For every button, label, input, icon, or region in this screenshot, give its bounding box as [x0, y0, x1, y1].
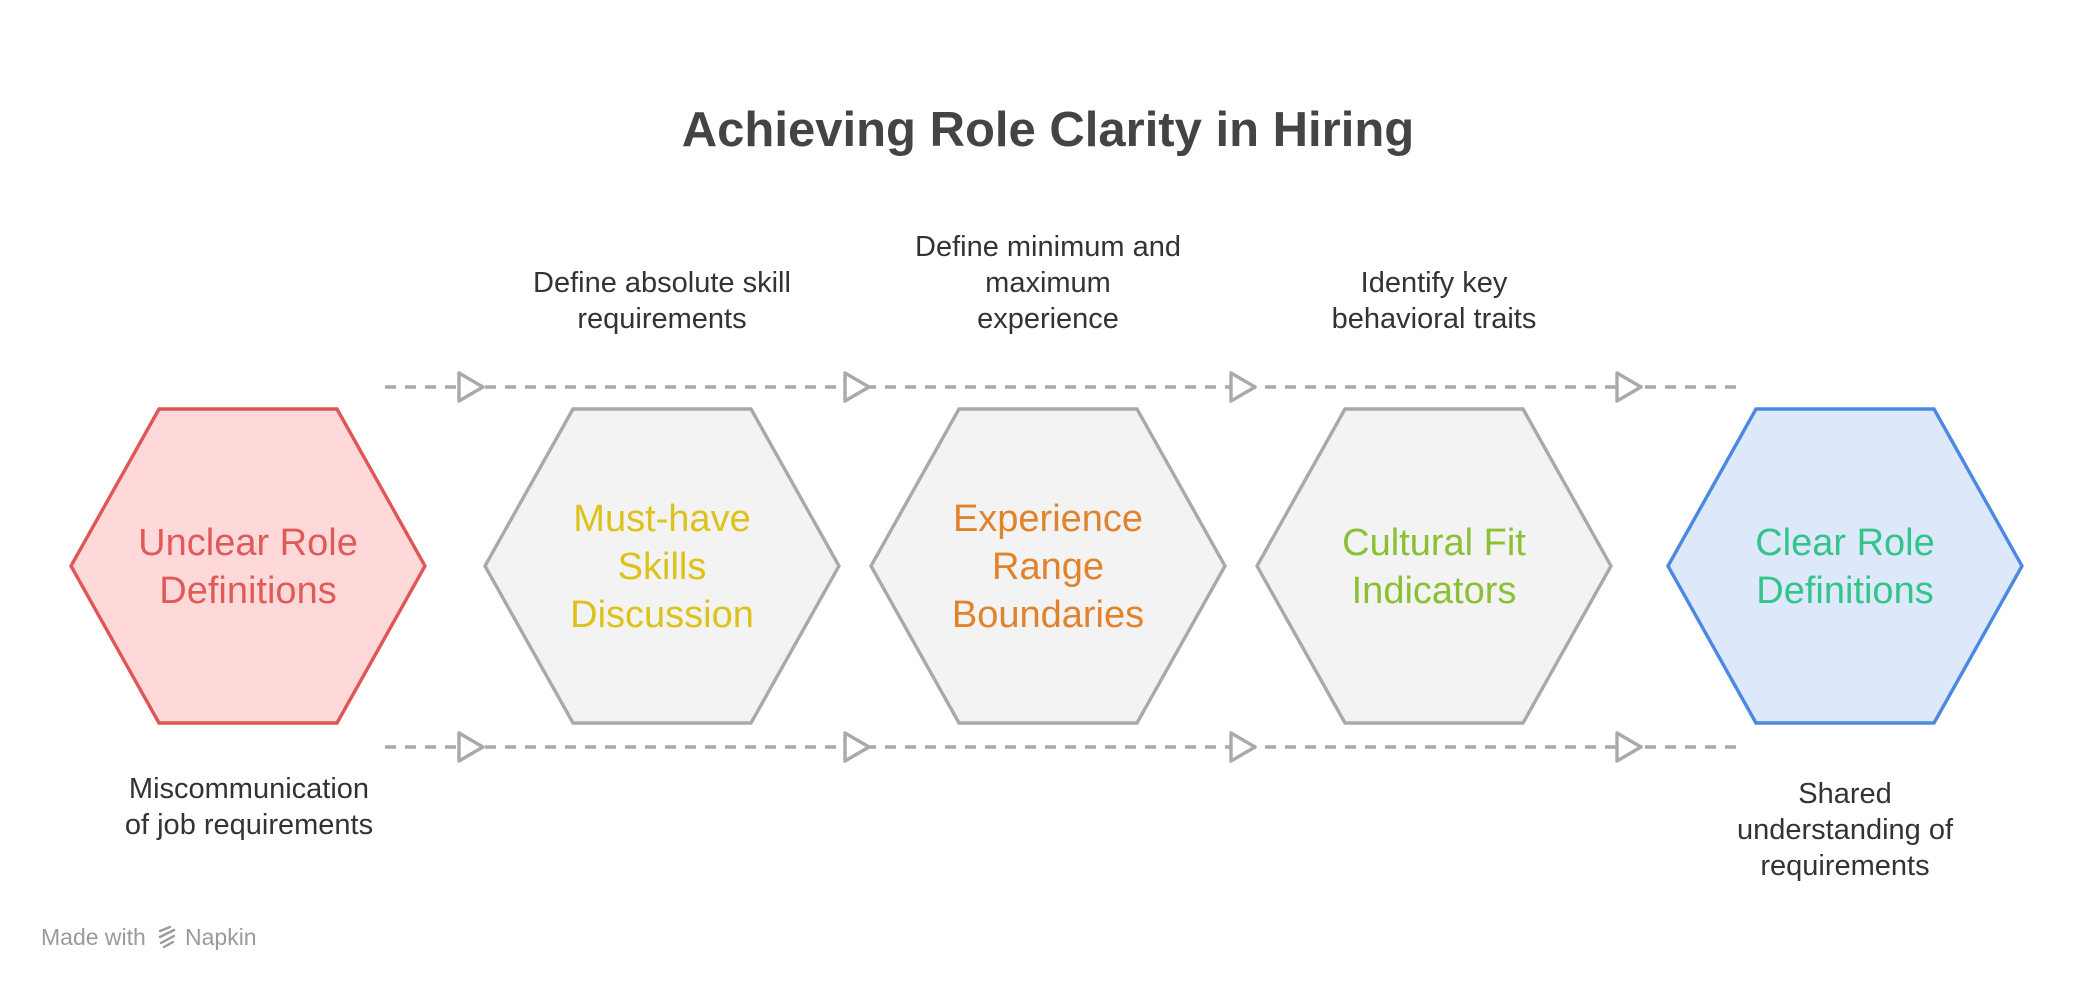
stage-label-line: Boundaries — [952, 594, 1144, 636]
arrow-head-icon — [457, 731, 485, 763]
napkin-brand-text: Napkin — [185, 924, 257, 950]
stage-label-line: Must-have — [573, 498, 750, 540]
stage-hexagon — [1255, 407, 1613, 725]
note-line: behavioral traits — [1332, 303, 1537, 335]
note-line: maximum — [985, 267, 1111, 299]
stage-hexagons: Unclear RoleDefinitionsMust-haveSkillsDi… — [69, 407, 2024, 725]
stage-label-line: Cultural Fit — [1342, 522, 1526, 564]
top-note-1: Define absolute skill requirements — [533, 267, 791, 335]
arrow-head-icon — [1615, 371, 1643, 403]
stage-hexagon — [869, 407, 1227, 725]
stage-label-line: Skills — [618, 546, 707, 588]
stage-label-line: Definitions — [159, 570, 336, 612]
stage-label-line: Indicators — [1352, 570, 1517, 612]
note-line: requirements — [1760, 850, 1929, 882]
diagram-title: Achieving Role Clarity in Hiring — [682, 103, 1414, 157]
note-line: Define absolute skill — [533, 267, 791, 299]
napkin-logo-icon — [158, 925, 176, 949]
stage-label-line: Range — [992, 546, 1104, 588]
note-line: Shared — [1798, 778, 1892, 810]
arrow-head-icon — [843, 731, 871, 763]
footer-credit: Made with Napkin — [41, 924, 257, 950]
note-line: Define minimum and — [915, 231, 1181, 263]
note-line: Identify key — [1361, 267, 1508, 299]
arrow-head-icon — [457, 371, 485, 403]
top-note-2: Define minimum and maximum experience — [915, 231, 1181, 335]
arrow-head-icon — [1229, 731, 1257, 763]
stage-notes: Define absolute skillrequirementsDefine … — [125, 231, 1954, 882]
bottom-note-end: Shared understanding of requirements — [1737, 778, 1954, 882]
stage-hexagon — [483, 407, 841, 725]
note-line: of job requirements — [125, 809, 373, 841]
note-line: requirements — [577, 303, 746, 335]
stage-label-line: Clear Role — [1755, 522, 1935, 564]
stage-label-line: Unclear Role — [138, 522, 358, 564]
stage-hexagon — [1666, 407, 2024, 725]
note-line: Miscommunication — [129, 773, 369, 805]
top-note-3: Identify key behavioral traits — [1332, 267, 1537, 335]
flow-arrows — [385, 371, 1742, 763]
bottom-note-start: Miscommunication of job requirements — [125, 773, 373, 841]
stage-hexagon — [69, 407, 427, 725]
made-with-text: Made with — [41, 924, 146, 950]
note-line: experience — [977, 303, 1119, 335]
stage-label-line: Experience — [953, 498, 1143, 540]
note-line: understanding of — [1737, 814, 1954, 846]
arrow-head-icon — [1229, 371, 1257, 403]
stage-label-line: Discussion — [570, 594, 754, 636]
arrow-head-icon — [843, 371, 871, 403]
stage-label-line: Definitions — [1756, 570, 1933, 612]
arrow-head-icon — [1615, 731, 1643, 763]
